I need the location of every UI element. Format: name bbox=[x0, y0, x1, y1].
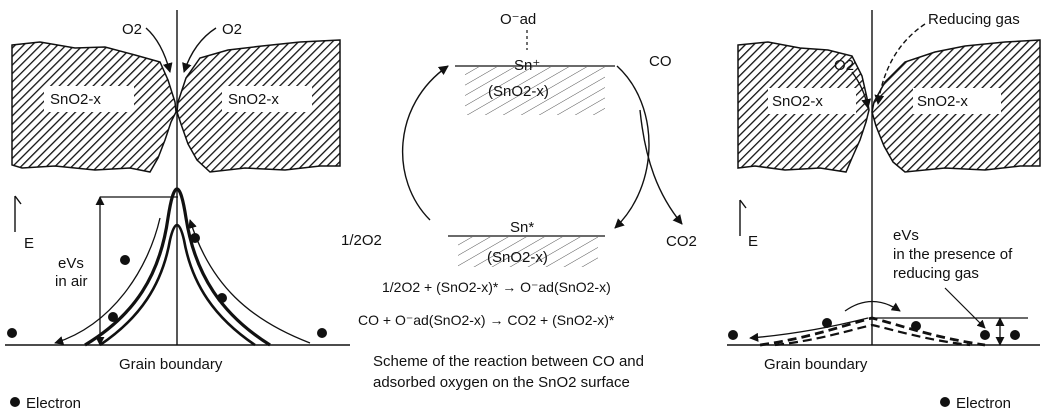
right-reducing-gas-arrow bbox=[874, 23, 926, 105]
right-grain-left-label-bg bbox=[768, 88, 856, 114]
right-legend-electron bbox=[940, 397, 950, 407]
right-electron bbox=[1010, 330, 1020, 340]
center-surface-top-hatch bbox=[465, 67, 605, 115]
right-electron-flow-left bbox=[749, 317, 869, 342]
left-o2-right-label: O2 bbox=[222, 21, 242, 38]
center-o-ad-top: O⁻ad bbox=[500, 11, 536, 28]
center-sn-bottom: Sn* bbox=[510, 219, 534, 236]
center-surface-bottom-hatch bbox=[458, 237, 598, 267]
left-o2-left-label: O2 bbox=[122, 21, 142, 38]
left-band-inner bbox=[99, 223, 256, 347]
right-grain-right-label: SnO2-x bbox=[917, 93, 968, 110]
center-panel: O⁻ad Sn⁺ (SnO2-x) CO 1/2O2 Sn* (SnO2-x) … bbox=[341, 11, 697, 391]
left-o2-left-arrow bbox=[145, 27, 173, 73]
left-grain-right-label-bg bbox=[222, 86, 312, 112]
center-caption-1: Scheme of the reaction between CO and bbox=[373, 353, 644, 370]
left-e-axis-tip bbox=[14, 195, 22, 205]
right-boundary-label: Grain boundary bbox=[764, 356, 868, 373]
center-equation-2: CO + O⁻ad(SnO2-x) → CO2 + (SnO2-x)* bbox=[358, 312, 615, 328]
left-grain-left-label: SnO2-x bbox=[50, 91, 101, 108]
center-co-oxidation-arrow bbox=[614, 65, 650, 229]
right-barrier-label-2: in the presence of bbox=[893, 246, 1013, 263]
right-electron-flow-over bbox=[844, 300, 901, 312]
right-electron bbox=[728, 330, 738, 340]
right-legend-label: Electron bbox=[956, 395, 1011, 412]
left-panel: SnO2-x SnO2-x O2 O2 E eVs in air Grain b… bbox=[5, 10, 350, 412]
left-electron bbox=[120, 255, 130, 265]
right-o2-arrow bbox=[851, 71, 872, 109]
left-barrier-label-2: in air bbox=[55, 273, 88, 290]
left-band-outer bbox=[84, 187, 271, 347]
center-co2-out: CO2 bbox=[666, 233, 697, 250]
left-electron-flow-left bbox=[54, 217, 161, 345]
center-caption-2: adsorbed oxygen on the SnO2 surface bbox=[373, 374, 630, 391]
right-electron bbox=[980, 330, 990, 340]
left-electron bbox=[217, 293, 227, 303]
right-o2-label: O2 bbox=[834, 57, 854, 74]
right-electron bbox=[911, 321, 921, 331]
center-equation-1: 1/2O2 + (SnO2-x)* → O⁻ad(SnO2-x) bbox=[382, 279, 611, 295]
left-legend-electron bbox=[10, 397, 20, 407]
right-e-label: E bbox=[748, 233, 758, 250]
center-oxygen-adsorption-arrow bbox=[401, 65, 449, 221]
center-co2-release-arrow bbox=[639, 109, 683, 225]
right-electron bbox=[822, 318, 832, 328]
left-o2-right-arrow bbox=[182, 27, 217, 73]
right-band-outer bbox=[759, 316, 986, 347]
left-electron bbox=[7, 328, 17, 338]
center-co-in: CO bbox=[649, 53, 672, 70]
left-barrier-label-1: eVs bbox=[58, 255, 84, 272]
left-electron bbox=[190, 233, 200, 243]
left-grain-left-label-bg bbox=[44, 86, 134, 112]
right-band-inner bbox=[774, 323, 971, 347]
left-legend-label: Electron bbox=[26, 395, 81, 412]
left-electron bbox=[317, 328, 327, 338]
center-half-o2: 1/2O2 bbox=[341, 232, 382, 249]
right-e-axis-tip bbox=[739, 199, 747, 209]
left-e-label: E bbox=[24, 235, 34, 252]
right-grain-right-label-bg bbox=[913, 88, 1001, 114]
right-barrier-label-1: eVs bbox=[893, 227, 919, 244]
left-boundary-label: Grain boundary bbox=[119, 356, 223, 373]
left-electron bbox=[108, 312, 118, 322]
left-grain-right-label: SnO2-x bbox=[228, 91, 279, 108]
center-sno2-bottom: (SnO2-x) bbox=[487, 249, 548, 266]
right-barrier-label-3: reducing gas bbox=[893, 265, 979, 282]
right-barrier-pointer bbox=[944, 287, 986, 329]
center-sno2-top: (SnO2-x) bbox=[488, 83, 549, 100]
right-reducing-gas-label: Reducing gas bbox=[928, 11, 1020, 28]
right-grain-left-label: SnO2-x bbox=[772, 93, 823, 110]
right-panel: SnO2-x SnO2-x O2 Reducing gas E eVs in t… bbox=[727, 10, 1041, 412]
